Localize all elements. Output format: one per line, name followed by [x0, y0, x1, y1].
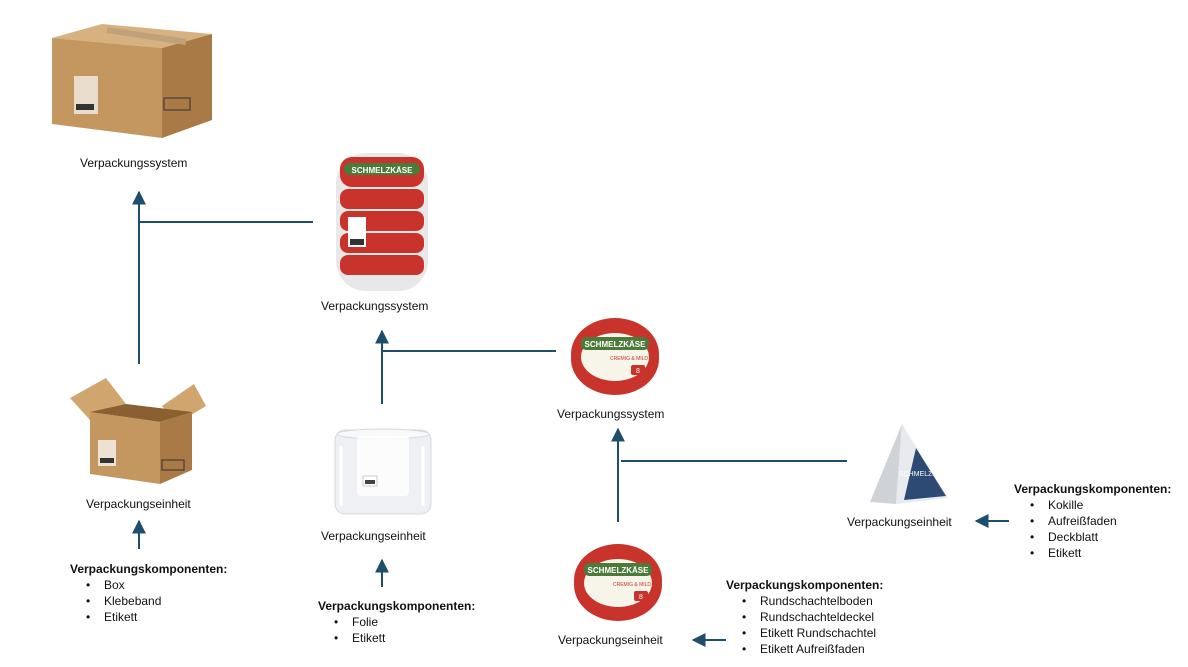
- node-label-single-box-top: Verpackungssystem: [557, 407, 665, 421]
- node-label-single-box-bottom: Verpackungseinheit: [558, 633, 663, 647]
- components-list: Box Klebeband Etikett: [70, 577, 227, 625]
- component-item: Aufreißfaden: [1014, 513, 1171, 529]
- shipping-box-icon: [52, 24, 212, 138]
- node-label-stack: Verpackungssystem: [321, 299, 429, 313]
- top-box-flavor-text: CREMIG & MILD: [610, 356, 648, 362]
- components-title: Verpackungskomponenten:: [726, 578, 884, 592]
- components-title: Verpackungskomponenten:: [1014, 482, 1172, 496]
- top-box-brand-text: SCHMELZKÄSE: [585, 340, 647, 349]
- node-label-outer-box: Verpackungssystem: [80, 156, 188, 170]
- pyramid-node: SCHMELZ KÄSE: [866, 418, 953, 506]
- components-title: Verpackungskomponenten:: [70, 562, 228, 576]
- bottom-box-flavor-text: CREMIG & MILD: [613, 582, 651, 588]
- stack-node: SCHMELZKÄSE: [334, 151, 430, 293]
- outer-box-node: [48, 20, 216, 142]
- components-portion: Verpackungskomponenten: Kokille Aufreißf…: [1014, 481, 1171, 561]
- single-box-bottom-node: SCHMELZKÄSE CREMIG & MILD 8: [570, 537, 666, 623]
- bottom-box-brand-text: SCHMELZKÄSE: [588, 566, 650, 575]
- round-cheese-box-icon: SCHMELZKÄSE CREMIG & MILD 8: [571, 318, 659, 395]
- component-item: Etikett Rundschachtel: [726, 625, 883, 641]
- node-label-pyramid: Verpackungseinheit: [847, 515, 952, 529]
- component-item: Rundschachtelboden: [726, 593, 883, 609]
- bottom-box-portions-text: 8: [639, 594, 643, 601]
- components-film: Verpackungskomponenten: Folie Etikett: [318, 598, 475, 646]
- round-cheese-box-icon: SCHMELZKÄSE CREMIG & MILD 8: [574, 544, 662, 621]
- components-title: Verpackungskomponenten:: [318, 599, 476, 613]
- component-item: Rundschachteldeckel: [726, 609, 883, 625]
- shrink-film-icon: [334, 428, 432, 515]
- node-label-film: Verpackungseinheit: [321, 529, 426, 543]
- components-round-box: Verpackungskomponenten: Rundschachtelbod…: [726, 577, 883, 657]
- pyramid-brand-text: SCHMELZ KÄSE: [899, 470, 952, 478]
- open-box-icon: [70, 378, 206, 484]
- components-list: Rundschachtelboden Rundschachteldeckel E…: [726, 593, 883, 657]
- component-item: Kokille: [1014, 497, 1171, 513]
- single-box-top-node: SCHMELZKÄSE CREMIG & MILD 8: [567, 311, 663, 397]
- component-item: Etikett: [1014, 545, 1171, 561]
- stack-brand-text: SCHMELZKÄSE: [352, 166, 414, 175]
- open-box-node: [66, 376, 212, 486]
- film-node: [333, 426, 433, 518]
- component-item: Klebeband: [70, 593, 227, 609]
- component-item: Etikett: [70, 609, 227, 625]
- component-item: Deckblatt: [1014, 529, 1171, 545]
- components-list: Kokille Aufreißfaden Deckblatt Etikett: [1014, 497, 1171, 561]
- component-item: Box: [70, 577, 227, 593]
- component-item: Etikett: [318, 630, 475, 646]
- cheese-portion-icon: SCHMELZ KÄSE: [870, 424, 953, 504]
- node-label-open-box: Verpackungseinheit: [86, 497, 191, 511]
- cheese-stack-icon: SCHMELZKÄSE: [336, 153, 428, 291]
- top-box-portions-text: 8: [636, 368, 640, 375]
- component-item: Etikett Aufreißfaden: [726, 641, 883, 657]
- components-box: Verpackungskomponenten: Box Klebeband Et…: [70, 561, 227, 625]
- components-list: Folie Etikett: [318, 614, 475, 646]
- component-item: Folie: [318, 614, 475, 630]
